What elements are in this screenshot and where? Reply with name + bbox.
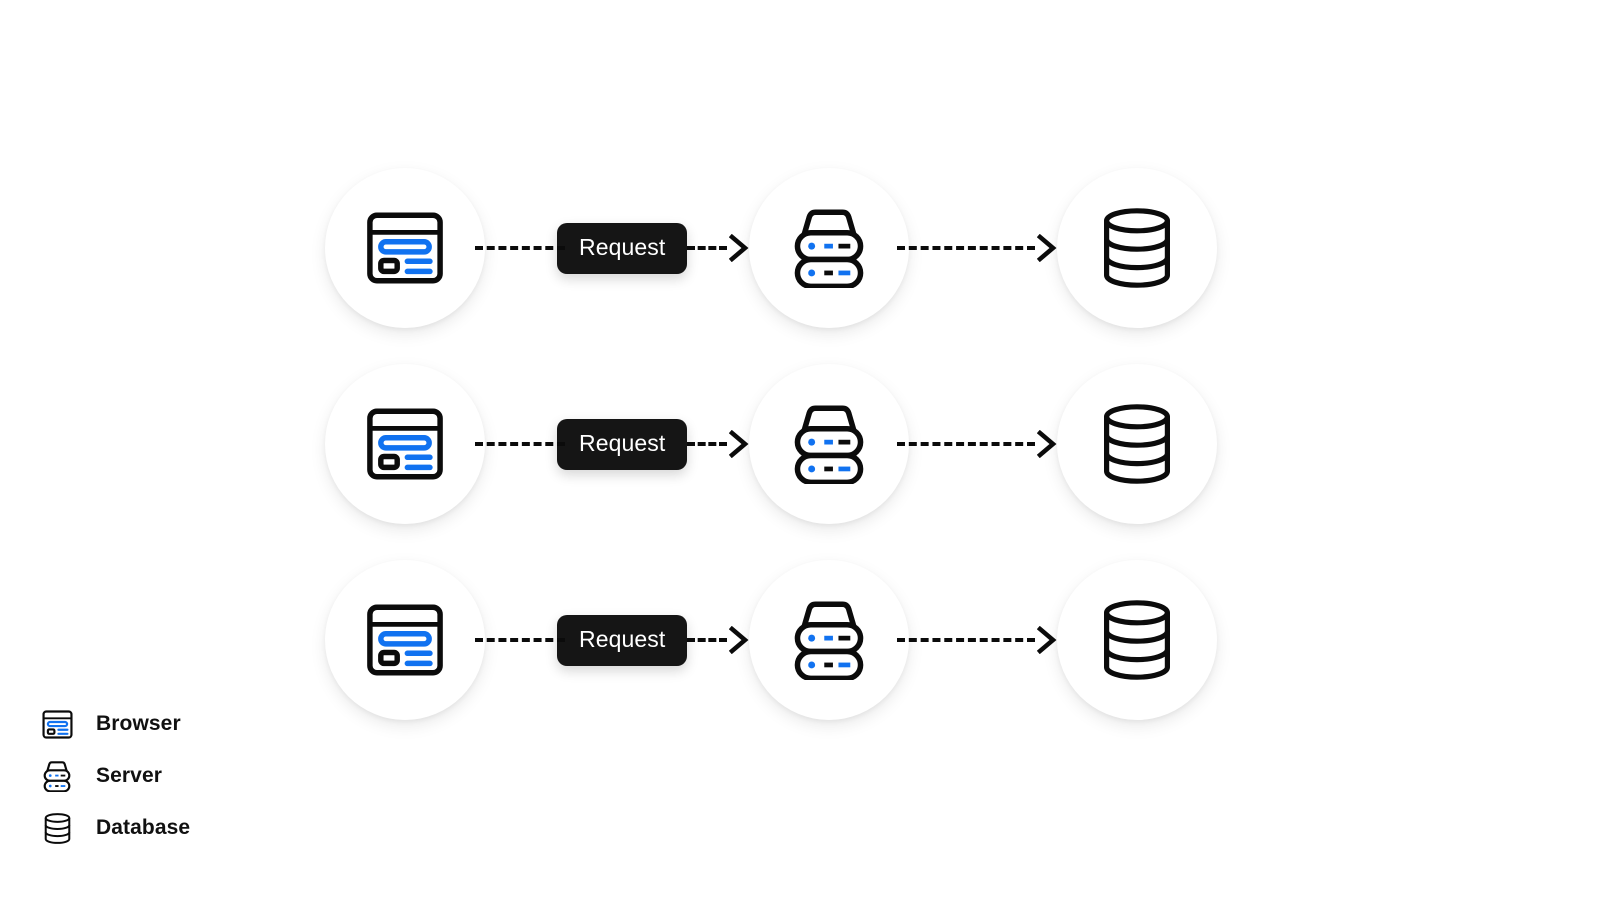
dashed-line (897, 638, 1036, 642)
legend-label: Browser (96, 712, 181, 735)
server-icon (788, 405, 870, 484)
server-icon (40, 759, 74, 793)
browser-to-request-connector (475, 620, 565, 660)
legend-item-browser: Browser (40, 698, 340, 750)
server-icon (788, 209, 870, 288)
database-icon (1100, 404, 1174, 484)
flow-row: Request (325, 555, 1225, 725)
server-node[interactable] (749, 168, 910, 328)
dashed-line (475, 638, 565, 642)
dashed-line (687, 246, 728, 250)
browser-icon (366, 408, 444, 480)
flow-row: Request (325, 359, 1225, 529)
dashed-line (475, 246, 565, 250)
browser-node[interactable] (325, 168, 485, 328)
legend-label: Database (96, 816, 191, 839)
database-node[interactable] (1057, 364, 1218, 524)
request-connector-group: Request (557, 418, 749, 470)
browser-to-request-connector (475, 424, 565, 464)
arrow-head-icon (1037, 234, 1057, 262)
database-icon (1100, 208, 1174, 288)
server-to-database-connector (897, 228, 1057, 268)
arrow-head-icon (1037, 626, 1057, 654)
browser-icon (366, 604, 444, 676)
server-to-database-connector (897, 620, 1057, 660)
legend-label: Server (96, 764, 162, 787)
database-icon (1100, 600, 1174, 680)
dashed-line (897, 442, 1036, 446)
arrow-head-icon (729, 430, 749, 458)
browser-node[interactable] (325, 560, 485, 720)
legend: Browser Server Database (40, 698, 340, 854)
request-connector-group: Request (557, 222, 749, 274)
server-to-database-connector (897, 424, 1057, 464)
database-node[interactable] (1057, 168, 1218, 328)
flow-row: Request (325, 163, 1225, 333)
dashed-line (897, 246, 1036, 250)
legend-item-database: Database (40, 802, 340, 854)
request-badge[interactable]: Request (557, 614, 688, 666)
legend-item-server: Server (40, 750, 340, 802)
arrow-head-icon (729, 626, 749, 654)
request-connector-group: Request (557, 614, 749, 666)
arrow-head-icon (1037, 430, 1057, 458)
request-badge[interactable]: Request (557, 222, 688, 274)
dashed-line (687, 638, 728, 642)
server-node[interactable] (749, 560, 910, 720)
browser-node[interactable] (325, 364, 485, 524)
browser-to-request-connector (475, 228, 565, 268)
server-icon (788, 601, 870, 680)
arrow-head-icon (729, 234, 749, 262)
browser-icon (40, 707, 74, 741)
browser-icon (366, 212, 444, 284)
dashed-line (687, 442, 728, 446)
server-node[interactable] (749, 364, 910, 524)
database-node[interactable] (1057, 560, 1218, 720)
dashed-line (475, 442, 565, 446)
request-badge[interactable]: Request (557, 418, 688, 470)
database-icon (40, 811, 74, 845)
